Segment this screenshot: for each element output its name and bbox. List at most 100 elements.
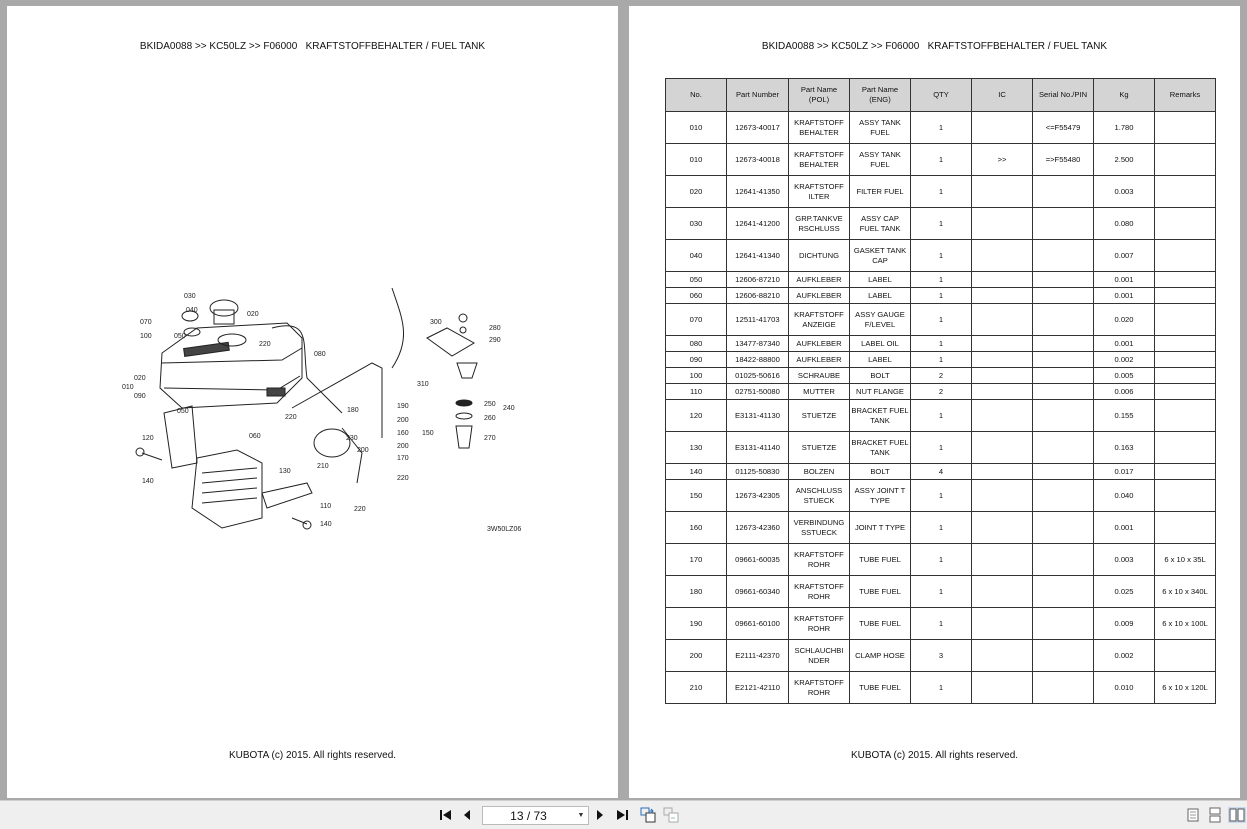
svg-text:280: 280 xyxy=(489,325,501,332)
column-header: QTY xyxy=(910,78,972,112)
table-cell xyxy=(1032,575,1094,608)
first-page-icon[interactable] xyxy=(438,807,454,823)
table-cell: 080 xyxy=(665,335,727,352)
table-cell: 0.007 xyxy=(1093,239,1155,272)
table-cell: 1 xyxy=(910,143,972,176)
column-header: Part Name (ENG) xyxy=(849,78,911,112)
table-cell: ASSY CAP FUEL TANK xyxy=(849,207,911,240)
table-cell: 0.001 xyxy=(1093,335,1155,352)
table-cell: 1 xyxy=(910,575,972,608)
table-cell xyxy=(971,351,1033,368)
table-cell xyxy=(971,431,1033,464)
table-cell xyxy=(971,239,1033,272)
table-cell: 0.006 xyxy=(1093,383,1155,400)
svg-text:020: 020 xyxy=(134,375,146,382)
column-header: IC xyxy=(971,78,1033,112)
table-cell xyxy=(971,383,1033,400)
table-cell xyxy=(1154,239,1216,272)
table-cell: AUFKLEBER xyxy=(788,271,850,288)
table-cell xyxy=(971,575,1033,608)
table-cell xyxy=(1032,543,1094,576)
table-cell: GASKET TANK CAP xyxy=(849,239,911,272)
svg-text:100: 100 xyxy=(140,333,152,340)
svg-text:260: 260 xyxy=(484,415,496,422)
table-cell xyxy=(1154,111,1216,144)
table-cell: 12673-40018 xyxy=(726,143,789,176)
table-cell: 160 xyxy=(665,511,727,544)
table-cell: E2121-42110 xyxy=(726,671,789,704)
table-cell: 010 xyxy=(665,111,727,144)
single-page-view-icon[interactable] xyxy=(1186,807,1200,823)
table-cell: 1 xyxy=(910,671,972,704)
svg-text:220: 220 xyxy=(397,475,409,482)
table-cell: JOINT T TYPE xyxy=(849,511,911,544)
go-forward-view-icon[interactable] xyxy=(663,807,679,823)
table-cell xyxy=(1032,175,1094,208)
table-cell: 1 xyxy=(910,399,972,432)
svg-text:180: 180 xyxy=(347,407,359,414)
table-cell: 200 xyxy=(665,639,727,672)
next-page-icon[interactable] xyxy=(593,807,607,823)
table-cell: 02751-50080 xyxy=(726,383,789,400)
table-cell: >> xyxy=(971,143,1033,176)
table-cell: 190 xyxy=(665,607,727,640)
prev-page-icon[interactable] xyxy=(460,807,474,823)
table-cell: 210 xyxy=(665,671,727,704)
table-cell xyxy=(971,639,1033,672)
table-cell: 2 xyxy=(910,367,972,384)
table-cell: BRACKET FUEL TANK xyxy=(849,431,911,464)
pdf-navigation-toolbar: 13 / 73 ▼ xyxy=(0,800,1247,829)
table-cell xyxy=(1032,607,1094,640)
svg-text:300: 300 xyxy=(430,319,442,326)
svg-text:050: 050 xyxy=(174,333,186,340)
table-cell: FILTER FUEL xyxy=(849,175,911,208)
page-number-dropdown[interactable]: 13 / 73 ▼ xyxy=(482,806,589,825)
table-cell xyxy=(1032,351,1094,368)
last-page-icon[interactable] xyxy=(614,807,630,823)
svg-text:150: 150 xyxy=(422,430,434,437)
left-page: BKIDA0088 >> KC50LZ >> F06000 KRAFTSTOFF… xyxy=(7,6,618,798)
table-cell: 13477-87340 xyxy=(726,335,789,352)
svg-text:290: 290 xyxy=(489,337,501,344)
go-back-view-icon[interactable] xyxy=(640,807,656,823)
svg-text:220: 220 xyxy=(259,341,271,348)
table-cell: 1 xyxy=(910,175,972,208)
table-cell xyxy=(1032,271,1094,288)
table-cell: 1 xyxy=(910,351,972,368)
table-cell: 0.155 xyxy=(1093,399,1155,432)
table-cell xyxy=(971,463,1033,480)
table-cell xyxy=(971,271,1033,288)
table-cell: 050 xyxy=(665,271,727,288)
table-cell: CLAMP HOSE xyxy=(849,639,911,672)
svg-text:140: 140 xyxy=(142,478,154,485)
facing-pages-view-icon[interactable] xyxy=(1228,807,1246,823)
table-cell xyxy=(1154,479,1216,512)
table-cell: ASSY JOINT T TYPE xyxy=(849,479,911,512)
table-cell: NUT FLANGE xyxy=(849,383,911,400)
table-cell: 1 xyxy=(910,479,972,512)
continuous-view-icon[interactable] xyxy=(1208,807,1222,823)
table-cell: LABEL OIL xyxy=(849,335,911,352)
table-cell: 18422-88800 xyxy=(726,351,789,368)
column-header: Serial No./PIN xyxy=(1032,78,1094,112)
table-cell: 110 xyxy=(665,383,727,400)
table-cell: 0.017 xyxy=(1093,463,1155,480)
table-cell: 1 xyxy=(910,335,972,352)
table-cell: 0.005 xyxy=(1093,367,1155,384)
table-cell: 1 xyxy=(910,271,972,288)
table-cell: ANSCHLUSS STUECK xyxy=(788,479,850,512)
table-cell: STUETZE xyxy=(788,399,850,432)
table-cell xyxy=(1154,511,1216,544)
table-cell xyxy=(1032,463,1094,480)
table-cell: 150 xyxy=(665,479,727,512)
table-cell xyxy=(971,607,1033,640)
